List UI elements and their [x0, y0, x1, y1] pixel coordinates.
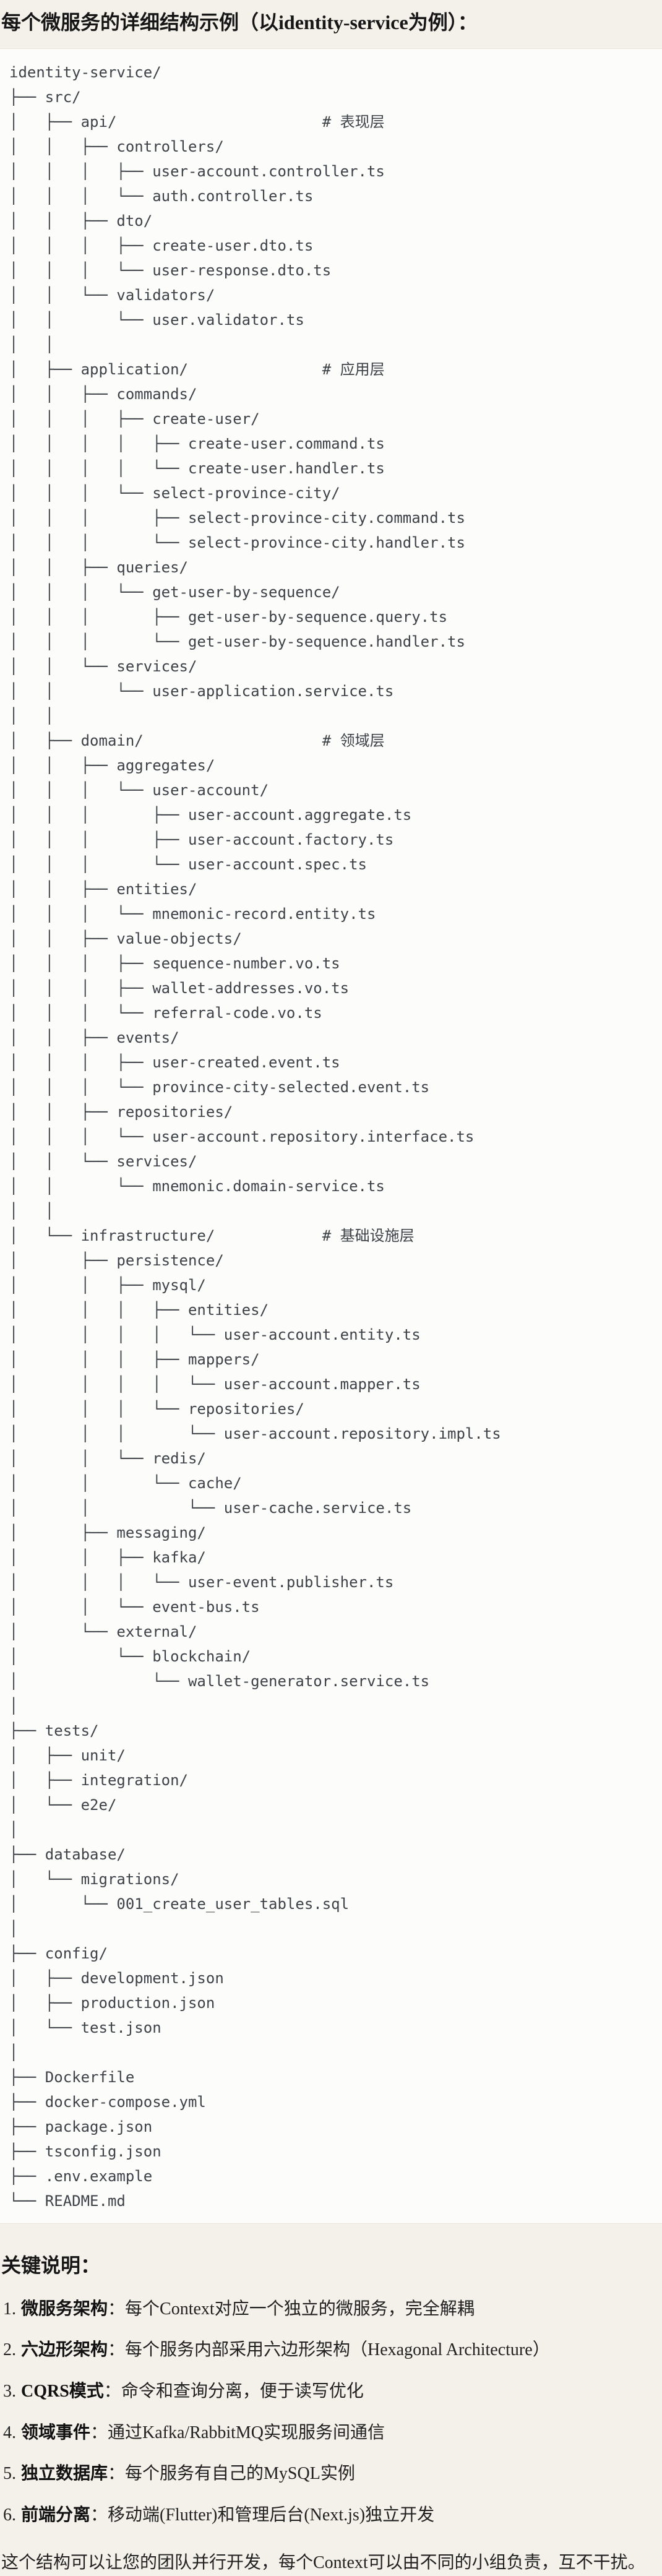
- note-description: 每个服务内部采用六边形架构（Hexagonal Architecture）: [125, 2340, 550, 2360]
- note-separator: ：: [108, 2299, 126, 2319]
- notes-list: 1.微服务架构：每个Context对应一个独立的微服务，完全解耦 2.六边形架构…: [1, 2297, 662, 2528]
- note-term: 微服务架构: [21, 2299, 108, 2319]
- note-number: 5.: [3, 2464, 16, 2484]
- note-item-2: 2.六边形架构：每个服务内部采用六边形架构（Hexagonal Architec…: [3, 2338, 662, 2363]
- note-item-4: 4. 领域事件：通过Kafka/RabbitMQ实现服务间通信: [3, 2421, 662, 2446]
- note-item-6: 6.前端分离：移动端(Flutter)和管理后台(Next.js)独立开发: [3, 2503, 662, 2528]
- note-description: 移动端(Flutter)和管理后台(Next.js)独立开发: [108, 2505, 435, 2525]
- note-separator: ：: [103, 2381, 121, 2401]
- notes-heading: 关键说明：: [1, 2254, 101, 2277]
- note-number: 3.: [3, 2381, 16, 2401]
- closing-paragraph: 这个结构可以让您的团队并行开发，每个Context可以由不同的小组负责，互不干扰…: [1, 2553, 645, 2573]
- page-title: 每个微服务的详细结构示例（以identity-service为例）：: [1, 11, 478, 33]
- note-description: 每个Context对应一个独立的微服务，完全解耦: [125, 2299, 475, 2319]
- code-block: identity-service/ ├── src/ │ ├── api/ # …: [0, 48, 662, 2224]
- note-number: 2.: [3, 2340, 16, 2360]
- note-term: 独立数据库: [21, 2464, 108, 2484]
- note-separator: ：: [108, 2464, 126, 2484]
- directory-tree: identity-service/ ├── src/ │ ├── api/ # …: [9, 63, 501, 2210]
- note-number: 6.: [3, 2505, 16, 2525]
- note-item-1: 1.微服务架构：每个Context对应一个独立的微服务，完全解耦: [3, 2297, 662, 2322]
- note-item-3: 3.CQRS模式：命令和查询分离，便于读写优化: [3, 2379, 662, 2405]
- note-item-5: 5.独立数据库：每个服务有自己的MySQL实例: [3, 2462, 662, 2487]
- note-term: 领域事件: [21, 2423, 91, 2442]
- note-description: 通过Kafka/RabbitMQ实现服务间通信: [108, 2423, 385, 2442]
- note-term: 前端分离: [21, 2505, 91, 2525]
- note-term: 六边形架构: [21, 2340, 108, 2360]
- note-description: 每个服务有自己的MySQL实例: [125, 2464, 355, 2484]
- notes-section: 关键说明： 1.微服务架构：每个Context对应一个独立的微服务，完全解耦 2…: [1, 2250, 662, 2576]
- note-term: CQRS模式: [21, 2381, 104, 2401]
- note-separator: ：: [90, 2505, 108, 2525]
- note-number: 1.: [3, 2299, 16, 2319]
- note-number: 4.: [3, 2423, 16, 2442]
- note-separator: ：: [90, 2423, 108, 2442]
- note-separator: ：: [108, 2340, 126, 2360]
- note-description: 命令和查询分离，便于读写优化: [121, 2381, 364, 2401]
